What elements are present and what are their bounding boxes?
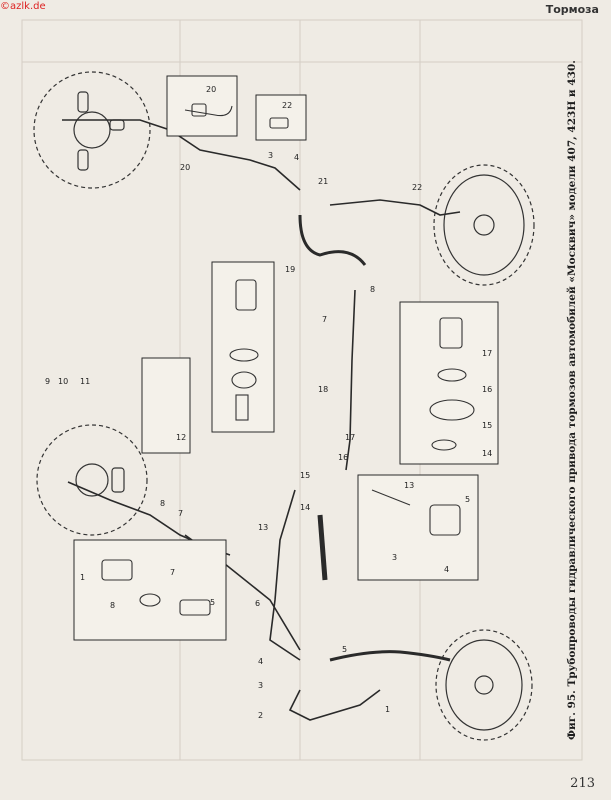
wheel-top-right — [433, 164, 535, 286]
callout-8-inset: 8 — [110, 601, 115, 610]
callout-22: 22 — [412, 183, 422, 192]
callout-13-inset: 13 — [404, 481, 414, 490]
callout-labels: 20 22 20 3 4 21 22 19 8 7 18 17 16 15 14… — [45, 85, 492, 720]
wheel-bottom-right — [435, 629, 533, 741]
callout-16-inset: 16 — [482, 385, 492, 394]
callout-15: 15 — [300, 471, 310, 480]
callout-14-inset: 14 — [482, 449, 492, 458]
section-header: Тормоза — [545, 3, 599, 16]
callout-20-top: 20 — [206, 85, 216, 94]
callout-11: 11 — [80, 377, 90, 386]
callout-3: 3 — [268, 151, 273, 160]
wheel-top-left — [33, 71, 151, 189]
callout-5: 5 — [342, 645, 347, 654]
callout-4: 4 — [294, 153, 299, 162]
callout-1: 1 — [385, 705, 390, 714]
inset-parts — [101, 103, 475, 616]
callout-13: 13 — [258, 523, 268, 532]
callout-3-inset: 3 — [392, 553, 397, 562]
callout-20: 20 — [180, 163, 190, 172]
callout-3-bottom: 3 — [258, 681, 263, 690]
callout-22-top: 22 — [282, 101, 292, 110]
callout-5-inset-right: 5 — [465, 495, 470, 504]
wheel-bottom-left — [36, 424, 148, 536]
callout-19: 19 — [285, 265, 295, 274]
callout-21: 21 — [318, 177, 328, 186]
callout-7-left: 7 — [178, 509, 183, 518]
callout-6: 6 — [255, 599, 260, 608]
callout-15-inset: 15 — [482, 421, 492, 430]
callout-8-left: 8 — [160, 499, 165, 508]
callout-4-bottom: 4 — [258, 657, 263, 666]
callout-18: 18 — [318, 385, 328, 394]
callout-7: 7 — [322, 315, 327, 324]
callout-8: 8 — [370, 285, 375, 294]
callout-17: 17 — [345, 433, 355, 442]
callout-1-inset: 1 — [80, 573, 85, 582]
page-number: 213 — [570, 776, 595, 791]
inset-boxes — [73, 75, 499, 641]
callout-9: 9 — [45, 377, 50, 386]
callout-16: 16 — [338, 453, 348, 462]
callout-14: 14 — [300, 503, 310, 512]
callout-5-inset: 5 — [210, 598, 215, 607]
callout-2: 2 — [258, 711, 263, 720]
callout-17-inset: 17 — [482, 349, 492, 358]
callout-7-inset: 7 — [170, 568, 175, 577]
figure-caption: Фиг. 95. Трубопроводы гидравлического пр… — [566, 60, 578, 740]
site-watermark: ©azlk.de — [0, 1, 46, 12]
callout-12: 12 — [176, 433, 186, 442]
callout-10: 10 — [58, 377, 68, 386]
callout-4-inset: 4 — [444, 565, 449, 574]
